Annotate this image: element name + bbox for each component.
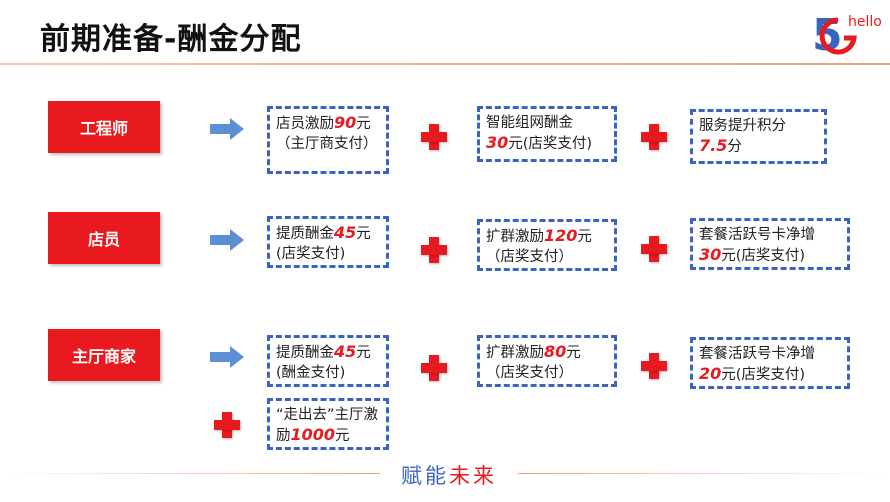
plus-icon xyxy=(641,353,667,379)
plus-icon xyxy=(421,355,447,381)
card-merchant-quality-reward: 提质酬金45元(酬金支付) xyxy=(267,335,389,387)
card-clerk-quality-reward: 提质酬金45元(店奖支付) xyxy=(267,216,389,268)
footer-slogan-part1: 赋能 xyxy=(401,464,449,488)
logo-g-mark xyxy=(819,17,857,55)
arrow-right-icon xyxy=(210,118,244,140)
logo-word: hello xyxy=(848,14,882,30)
footer-slogan-part2: 未来 xyxy=(449,464,497,488)
plus-icon xyxy=(421,124,447,150)
arrow-right-icon xyxy=(210,346,244,368)
card-engineer-store-incentive: 店员激励90元（主厅商支付） xyxy=(267,106,389,174)
arrow-right-icon xyxy=(210,229,244,251)
card-clerk-group-incentive: 扩群激励120元（店奖支付） xyxy=(477,219,617,271)
role-engineer: 工程师 xyxy=(48,101,160,153)
plus-icon xyxy=(641,236,667,262)
footer-slogan: 赋能未来 xyxy=(384,460,514,490)
footer-divider-right xyxy=(518,473,890,474)
card-merchant-group-incentive: 扩群激励80元（店奖支付） xyxy=(477,335,617,387)
page-title: 前期准备-酬金分配 xyxy=(40,22,302,57)
role-clerk: 店员 xyxy=(48,212,160,264)
plus-icon xyxy=(421,237,447,263)
role-main-hall-merchant: 主厅商家 xyxy=(48,329,160,381)
title-divider xyxy=(0,63,890,65)
plus-icon xyxy=(641,124,667,150)
plus-icon xyxy=(214,412,240,438)
footer-divider-left xyxy=(0,473,380,474)
5g-hello-logo: 5 hello xyxy=(812,10,882,60)
card-merchant-go-out-incentive: “走出去”主厅激励1000元 xyxy=(267,398,389,450)
